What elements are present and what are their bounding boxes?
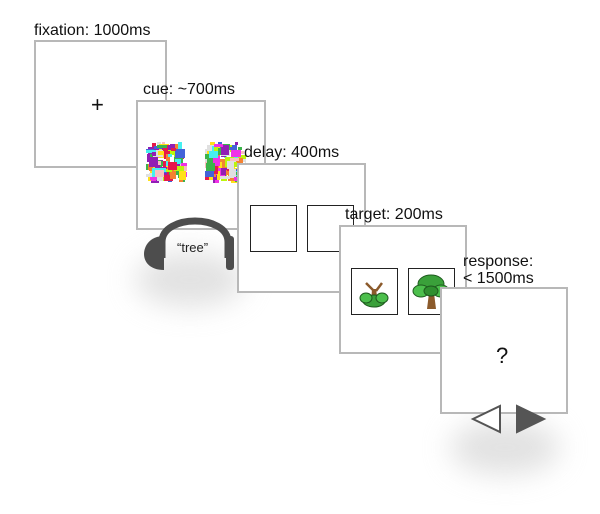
mask-patch bbox=[151, 176, 156, 181]
mask-patch bbox=[209, 151, 218, 158]
mask-patch bbox=[172, 148, 176, 157]
mask-patch bbox=[146, 170, 149, 174]
mask-patch bbox=[174, 166, 184, 171]
mask-patch bbox=[168, 145, 175, 150]
mask-patch bbox=[148, 164, 153, 171]
mask-patch bbox=[207, 157, 217, 166]
mask-patch bbox=[181, 163, 187, 166]
delay-label: delay: 400ms bbox=[244, 144, 340, 161]
mask-patch bbox=[170, 169, 176, 179]
tree-icon bbox=[359, 282, 389, 308]
mask-patch bbox=[164, 172, 173, 181]
response-shadow bbox=[450, 420, 560, 475]
mask-patch bbox=[175, 144, 178, 150]
response-screen bbox=[440, 287, 568, 414]
mask-patch bbox=[214, 145, 218, 153]
mask-patch bbox=[229, 169, 236, 178]
mask-patch bbox=[241, 151, 244, 154]
mask-patch bbox=[235, 142, 238, 145]
mask-patch bbox=[157, 177, 163, 181]
mask-patch bbox=[168, 146, 173, 156]
response-label: response: < 1500ms bbox=[463, 253, 534, 287]
mask-patch bbox=[166, 169, 172, 172]
mask-patch bbox=[215, 180, 219, 183]
mask-patch bbox=[165, 161, 168, 166]
mask-patch bbox=[149, 157, 158, 167]
fixation-cross: + bbox=[91, 92, 104, 117]
mask-patch bbox=[171, 148, 176, 151]
mask-patch bbox=[175, 159, 181, 164]
mask-patch bbox=[146, 150, 156, 153]
mask-patch bbox=[179, 171, 186, 180]
mask-patch bbox=[219, 162, 222, 168]
mask-patch bbox=[238, 147, 242, 150]
mask-patch bbox=[231, 150, 241, 157]
mask-patch bbox=[158, 161, 161, 165]
mask-patch bbox=[213, 175, 217, 183]
headphones-icon bbox=[144, 217, 234, 270]
mask-patch bbox=[230, 158, 239, 161]
fixation-label: fixation: 1000ms bbox=[34, 22, 151, 39]
mask-patch bbox=[213, 156, 220, 166]
mask-patch bbox=[150, 154, 154, 159]
mask-patch bbox=[163, 161, 166, 167]
tree-icon bbox=[412, 274, 450, 309]
mask-patch bbox=[168, 162, 177, 170]
mask-patch bbox=[168, 154, 172, 157]
mask-patch bbox=[163, 145, 170, 153]
cue-mask-left bbox=[146, 142, 187, 183]
response-question-mark: ? bbox=[496, 343, 509, 368]
delay-placeholder-left bbox=[250, 205, 297, 252]
mask-patch bbox=[227, 161, 234, 169]
mask-patch bbox=[155, 170, 164, 177]
mask-patch bbox=[214, 144, 223, 147]
mask-patch bbox=[236, 158, 243, 165]
mask-patch bbox=[220, 176, 230, 179]
mask-patch bbox=[206, 163, 215, 171]
mask-patch bbox=[217, 167, 226, 176]
mask-patch bbox=[170, 155, 174, 163]
mask-patch bbox=[238, 155, 246, 159]
mask-patch bbox=[146, 173, 155, 177]
spoken-word: “tree” bbox=[177, 240, 209, 255]
right-arrow-filled-icon bbox=[516, 404, 547, 434]
mask-patch bbox=[158, 151, 164, 155]
mask-patch bbox=[157, 145, 167, 148]
mask-patch bbox=[152, 152, 156, 156]
mask-patch bbox=[205, 171, 214, 177]
mask-patch bbox=[221, 145, 229, 155]
target-label: target: 200ms bbox=[345, 206, 443, 223]
mask-patch bbox=[178, 142, 182, 150]
left-arrow-outline-icon bbox=[470, 404, 501, 434]
cue-label: cue: ~700ms bbox=[143, 81, 236, 98]
mask-patch bbox=[234, 177, 238, 181]
mask-patch bbox=[164, 151, 170, 154]
target-image-left bbox=[351, 268, 398, 315]
mask-patch bbox=[175, 149, 185, 158]
